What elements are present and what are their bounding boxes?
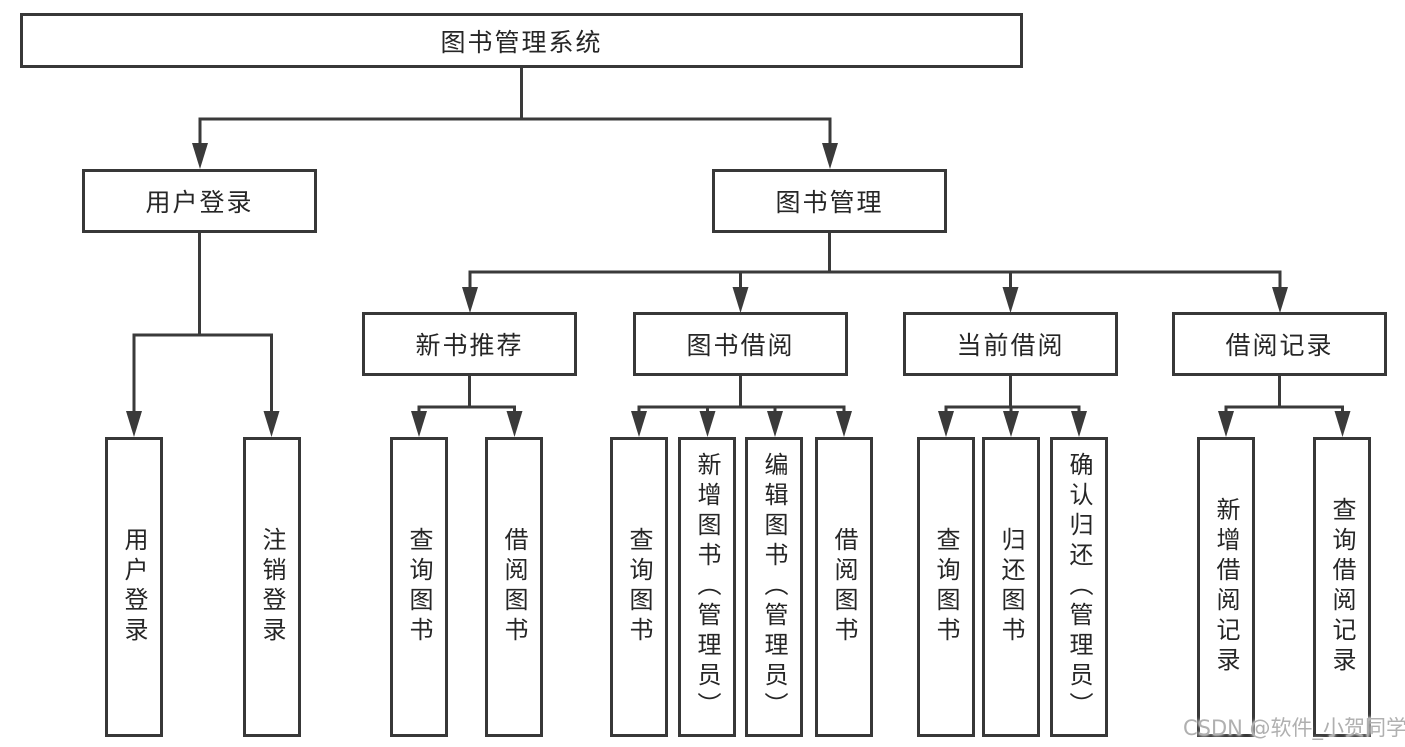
node-label: 图书管理 [775, 188, 884, 217]
leaf-borrow-books-recommend: 借阅图书 [485, 437, 543, 737]
node-label: 用户登录 [145, 188, 254, 217]
leaf-label: 查询图书 [405, 527, 433, 647]
leaf-label: 查询图书 [625, 527, 653, 647]
node-user-login: 用户登录 [82, 169, 317, 233]
watermark: CSDN @软件_小贺同学 [1183, 716, 1405, 740]
leaf-label: 查询借阅记录 [1328, 497, 1356, 677]
leaf-query-books-current: 查询图书 [917, 437, 975, 737]
leaf-add-books-admin: 新增图书（管理员） [678, 437, 736, 737]
connector-book-management-to-level3 [462, 233, 1288, 313]
leaf-query-books-borrowing: 查询图书 [610, 437, 668, 737]
leaf-label: 确认归还（管理员） [1065, 452, 1093, 722]
leaf-confirm-return-admin: 确认归还（管理员） [1050, 437, 1108, 737]
node-book-management: 图书管理 [712, 169, 947, 233]
leaf-label: 借阅图书 [500, 527, 528, 647]
connector-current-borrowing-to-leaves [938, 376, 1087, 437]
leaf-logout: 注销登录 [243, 437, 301, 737]
node-borrowing-records: 借阅记录 [1172, 312, 1387, 376]
node-label: 新书推荐 [415, 331, 524, 360]
node-library-management-system: 图书管理系统 [20, 13, 1023, 68]
leaf-user-login: 用户登录 [105, 437, 163, 737]
node-new-book-recommendation: 新书推荐 [362, 312, 577, 376]
leaf-add-borrow-record: 新增借阅记录 [1197, 437, 1255, 737]
leaf-query-borrow-record: 查询借阅记录 [1313, 437, 1371, 737]
leaf-label: 新增图书（管理员） [693, 452, 721, 722]
node-label: 借阅记录 [1225, 331, 1334, 360]
leaf-edit-books-admin: 编辑图书（管理员） [745, 437, 803, 737]
leaf-label: 借阅图书 [830, 527, 858, 647]
leaf-label: 查询图书 [932, 527, 960, 647]
connector-user-login-to-leaves [126, 233, 280, 437]
leaf-label: 注销登录 [258, 527, 286, 647]
node-book-borrowing: 图书借阅 [633, 312, 848, 376]
node-label: 图书借阅 [686, 331, 795, 360]
node-current-borrowing: 当前借阅 [903, 312, 1118, 376]
leaf-label: 编辑图书（管理员） [760, 452, 788, 722]
leaf-label: 归还图书 [997, 527, 1025, 647]
node-label: 图书管理系统 [440, 27, 603, 57]
connector-book-borrowing-to-leaves [631, 376, 852, 437]
connector-new-book-to-leaves [411, 376, 523, 437]
leaf-borrow-books: 借阅图书 [815, 437, 873, 737]
leaf-label: 新增借阅记录 [1212, 497, 1240, 677]
node-label: 当前借阅 [956, 331, 1065, 360]
leaf-label: 用户登录 [120, 527, 148, 647]
leaf-return-books: 归还图书 [982, 437, 1040, 737]
connector-borrow-records-to-leaves [1218, 376, 1351, 437]
leaf-query-books-recommend: 查询图书 [390, 437, 448, 737]
connector-root-to-level2 [192, 68, 838, 169]
